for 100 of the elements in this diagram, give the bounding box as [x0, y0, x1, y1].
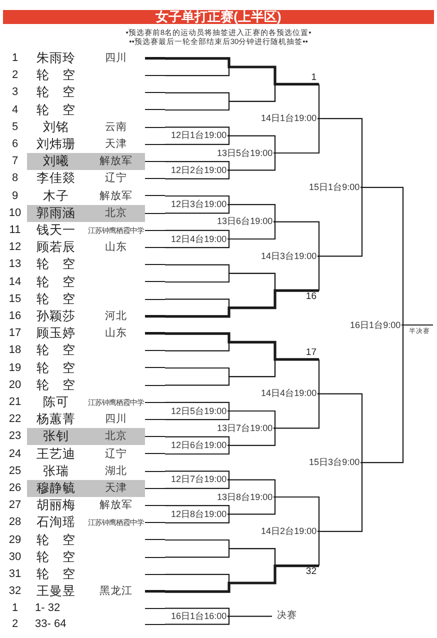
- bracket-line: [318, 462, 363, 532]
- draw-number: 32: [8, 585, 22, 598]
- bracket-line: [165, 289, 319, 318]
- draw-number: 25: [8, 464, 22, 478]
- bracket-line: [228, 135, 276, 154]
- draw-number: 1: [12, 52, 18, 65]
- player-name: 孙颖莎: [36, 308, 76, 324]
- player-name: 顾若辰: [36, 240, 76, 256]
- bracket-line: [165, 238, 230, 248]
- player-name: 轮 空: [36, 85, 76, 100]
- bracket-line: [165, 57, 319, 86]
- draw-number: 29: [8, 534, 22, 546]
- player-name: 轮 空: [36, 378, 76, 393]
- bracket-line: [318, 84, 320, 120]
- match-time: 13日5台19:00: [216, 148, 274, 158]
- bracket-line: [165, 161, 230, 171]
- draw-number: 14: [8, 276, 22, 288]
- draw-range: 1- 32: [35, 602, 60, 615]
- team-name: 四川: [105, 413, 127, 426]
- player-name: 穆静毓: [36, 480, 76, 496]
- draw-number: 20: [8, 378, 22, 392]
- bracket-line: [165, 505, 230, 515]
- draw-number: 12: [8, 241, 22, 254]
- match-time: 14日4台19:00: [260, 388, 318, 400]
- bracket-line: [165, 135, 230, 145]
- team-name: 解放军: [100, 190, 132, 202]
- player-name: 张钊: [43, 429, 69, 444]
- match-time: 12日7台19:00: [170, 474, 228, 486]
- draw-number: 19: [8, 362, 22, 374]
- player-name: 轮 空: [36, 532, 76, 548]
- team-name: 天津: [105, 138, 127, 151]
- draw-number: 26: [8, 482, 22, 495]
- bracket-line: [318, 530, 320, 566]
- bracket-line: [228, 496, 276, 515]
- player-name: 刘铭: [43, 120, 69, 135]
- match-time: 12日3台19:00: [170, 199, 228, 210]
- match-time: 14日1台19:00: [260, 113, 318, 124]
- player-name: 陈可: [43, 394, 69, 410]
- position-number: 1: [311, 72, 318, 83]
- player-name: 刘曦: [43, 154, 69, 170]
- team-name: 山东: [105, 241, 127, 254]
- bracket-line: [402, 324, 433, 326]
- player-name: 木子: [43, 188, 69, 204]
- match-time: 16日1台9:00: [349, 320, 402, 330]
- bracket-line: [165, 470, 230, 480]
- bracket-line: [318, 256, 320, 291]
- bracket-line: [318, 359, 320, 394]
- bracket-line: [165, 204, 230, 214]
- draw-number: 2: [12, 618, 18, 631]
- bracket-line: [165, 230, 230, 240]
- bracket-line: [165, 479, 230, 489]
- team-name: 北京: [105, 206, 127, 220]
- match-time: 12日4台19:00: [170, 234, 228, 244]
- player-name: 郭雨涵: [36, 206, 76, 221]
- bracket-line: [165, 608, 230, 617]
- player-name: 轮 空: [36, 566, 76, 582]
- player-name: 轮 空: [36, 102, 76, 118]
- player-name: 王艺迪: [36, 446, 76, 462]
- bracket-line: [360, 324, 404, 464]
- bracket-line: [228, 152, 276, 171]
- bracket-line: [318, 393, 363, 464]
- match-time: 13日8台19:00: [216, 492, 274, 502]
- draw-number: 4: [12, 104, 18, 116]
- match-time: 15日1台9:00: [308, 182, 361, 193]
- draw-number: 9: [12, 190, 18, 202]
- match-time: 14日3台19:00: [260, 250, 318, 262]
- draw-number: 16: [8, 310, 22, 323]
- draw-number: 30: [8, 550, 22, 564]
- bracket-line: [165, 332, 319, 361]
- player-name: 张瑞: [43, 464, 69, 479]
- bracket-line: [274, 118, 320, 154]
- team-name: 解放军: [100, 499, 132, 512]
- match-time: 12日2台19:00: [170, 164, 228, 176]
- draw-number: 1: [12, 602, 18, 615]
- team-name: 山东: [105, 327, 127, 340]
- bracket-line: [228, 221, 276, 240]
- player-name: 轮 空: [36, 343, 76, 358]
- team-name: 天津: [105, 482, 127, 495]
- player-name: 轮 空: [36, 257, 76, 272]
- team-name: 解放军: [100, 155, 132, 168]
- bracket-line: [228, 204, 276, 222]
- bracket-line: [274, 393, 320, 429]
- draw-number: 23: [8, 430, 22, 444]
- match-time: 15日3台9:00: [308, 457, 361, 468]
- player-name: 朱雨玲: [36, 50, 76, 66]
- position-number: 17: [306, 348, 318, 358]
- draw-range: 33- 64: [35, 618, 66, 631]
- team-name: 辽宁: [105, 172, 127, 186]
- player-name: 轮 空: [36, 550, 76, 565]
- player-name: 王曼昱: [36, 584, 76, 600]
- draw-number: 17: [8, 327, 22, 340]
- team-name: 云南: [105, 120, 127, 134]
- match-time: 12日1台19:00: [170, 130, 228, 142]
- title-bar: 女子单打正赛(上半区): [3, 10, 434, 24]
- draw-number: 8: [12, 172, 18, 186]
- bracket-line: [228, 479, 276, 498]
- player-name: 杨蕙菁: [36, 412, 76, 428]
- bracket-line: [274, 496, 320, 532]
- player-name: 轮 空: [36, 292, 76, 307]
- bracket-line: [318, 118, 363, 188]
